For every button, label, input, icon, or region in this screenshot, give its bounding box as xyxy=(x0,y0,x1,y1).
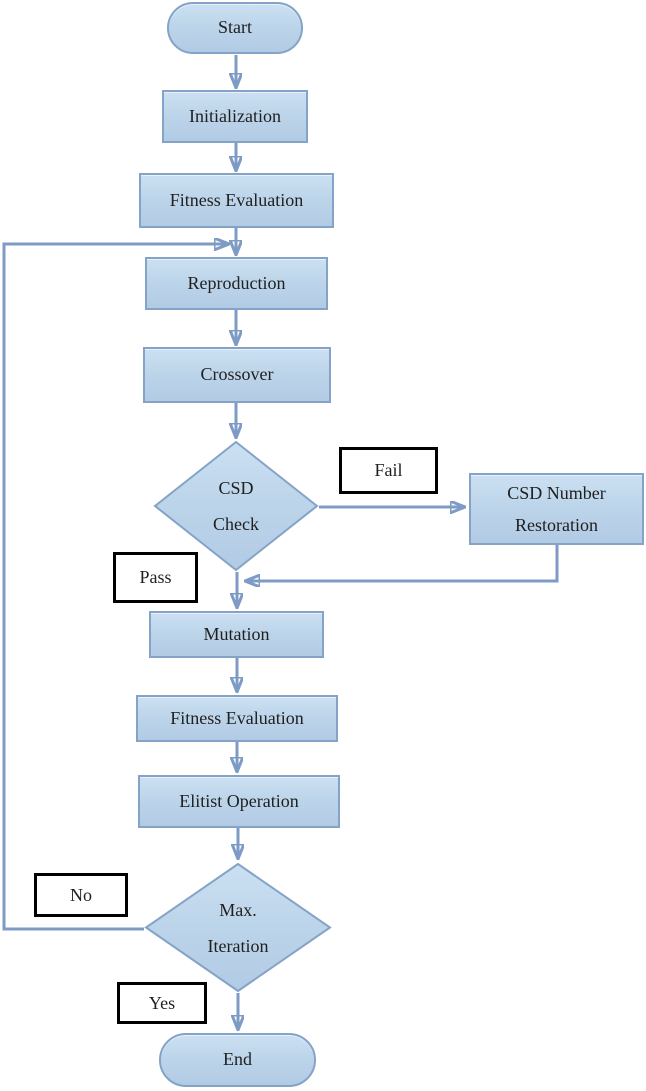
edge-label-fail: Fail xyxy=(339,447,438,494)
max-iteration-diamond-shape xyxy=(144,862,332,993)
node-csd-number-restoration: CSD Number Restoration xyxy=(469,473,644,545)
node-elitist-operation-label: Elitist Operation xyxy=(179,790,299,811)
node-fitness-evaluation-1-label: Fitness Evaluation xyxy=(169,189,304,210)
csd-check-line1: CSD xyxy=(218,478,254,498)
csd-check-line2: Check xyxy=(213,514,259,534)
node-reproduction: Reproduction xyxy=(145,257,328,310)
node-reproduction-label: Reproduction xyxy=(187,272,286,293)
max-iteration-line2: Iteration xyxy=(207,935,269,956)
edge-label-pass-text: Pass xyxy=(139,567,172,587)
node-end: End xyxy=(159,1033,316,1087)
connector-max-iteration-no-loop xyxy=(2,244,229,931)
node-csd-check: CSD Check xyxy=(153,440,319,572)
restoration-line1: CSD Number xyxy=(507,483,606,503)
node-fitness-evaluation-1: Fitness Evaluation xyxy=(139,173,334,228)
node-initialization-label: Initialization xyxy=(189,105,281,126)
node-start: Start xyxy=(167,2,303,54)
max-iteration-line1: Max. xyxy=(219,899,257,920)
node-max-iteration-label: Max. Iteration xyxy=(144,862,332,993)
edge-label-no: No xyxy=(34,873,128,917)
node-crossover: Crossover xyxy=(143,347,331,403)
edge-label-yes-text: Yes xyxy=(148,992,176,1013)
edge-label-yes: Yes xyxy=(117,982,207,1024)
node-elitist-operation: Elitist Operation xyxy=(138,775,340,828)
node-csd-number-restoration-label: CSD Number Restoration xyxy=(507,477,606,541)
restoration-line2: Restoration xyxy=(515,515,598,535)
node-start-label: Start xyxy=(218,17,252,38)
edge-label-fail-text: Fail xyxy=(374,460,403,480)
node-mutation-label: Mutation xyxy=(203,623,270,644)
node-max-iteration: Max. Iteration xyxy=(144,862,332,993)
csd-check-diamond-shape xyxy=(153,440,319,572)
edge-label-no-text: No xyxy=(70,884,92,905)
edge-label-pass: Pass xyxy=(113,552,198,603)
node-initialization: Initialization xyxy=(162,90,308,143)
node-crossover-label: Crossover xyxy=(200,364,274,385)
node-fitness-evaluation-2: Fitness Evaluation xyxy=(136,695,338,742)
node-mutation: Mutation xyxy=(149,611,324,658)
node-fitness-evaluation-2-label: Fitness Evaluation xyxy=(170,707,304,728)
node-csd-check-label: CSD Check xyxy=(153,440,319,572)
connector-restoration-return xyxy=(245,545,559,581)
node-end-label: End xyxy=(223,1049,252,1070)
